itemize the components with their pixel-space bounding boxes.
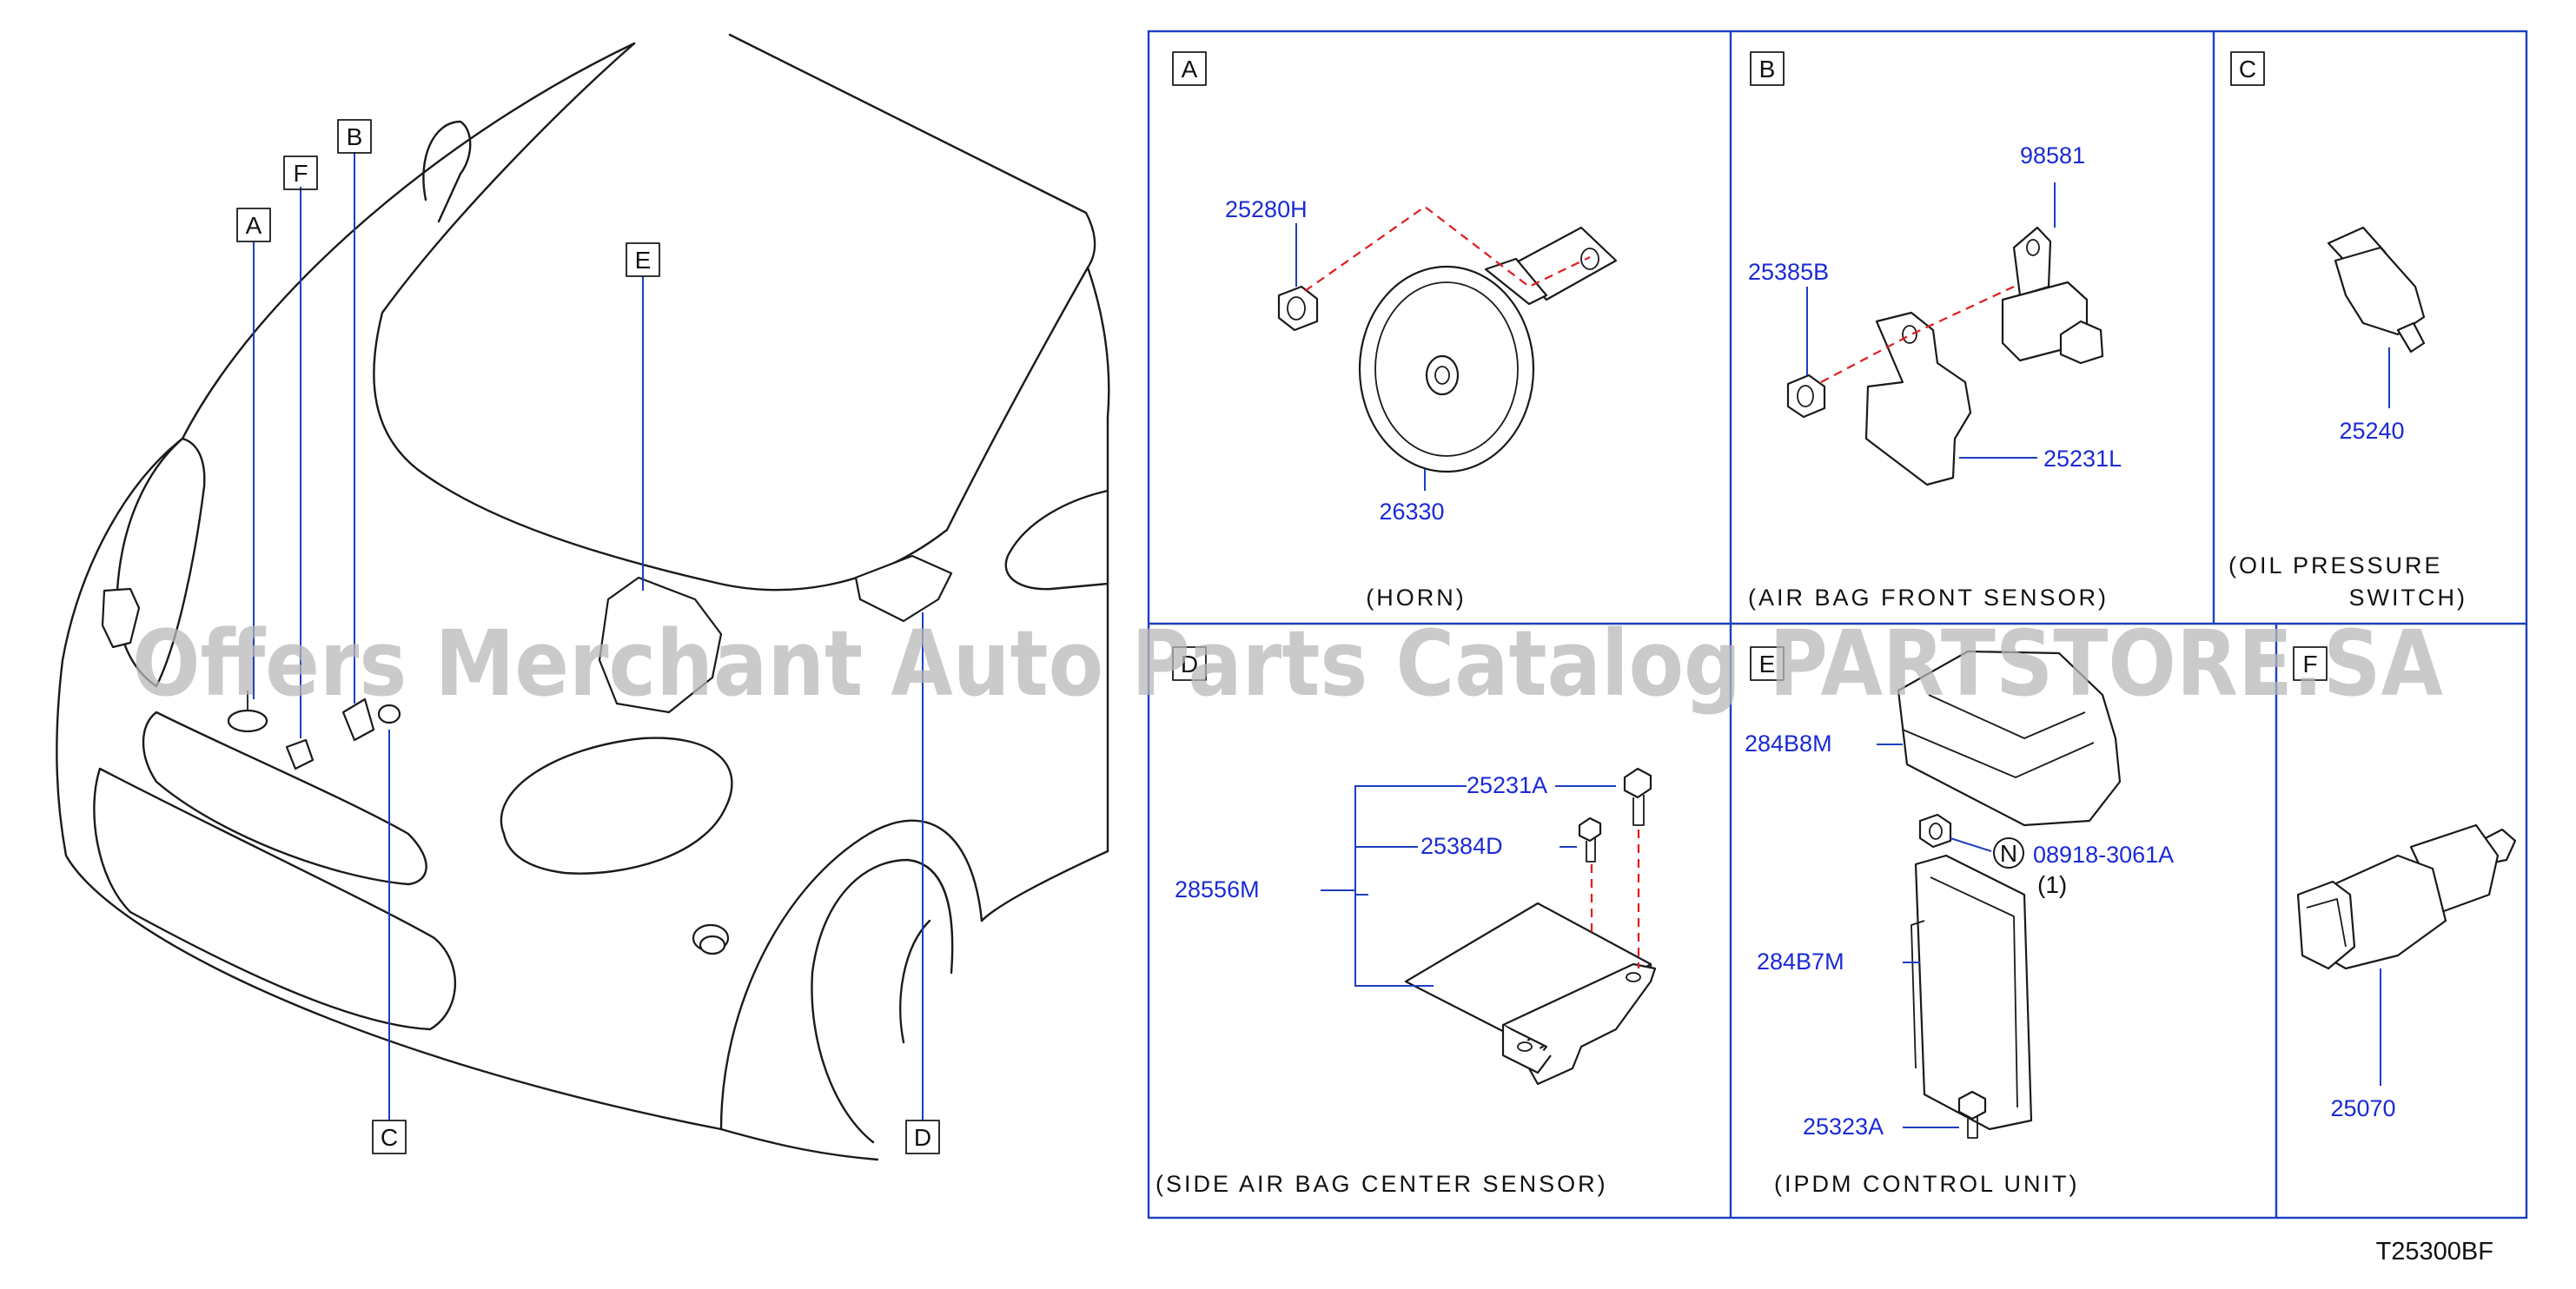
- panel-letter-f: F: [2302, 651, 2317, 678]
- panel-letter-e: E: [1759, 651, 1776, 678]
- horn-icon: [1358, 226, 1618, 473]
- car-callout-a: A: [236, 208, 271, 242]
- sensor-nut-icon: [1786, 373, 1826, 419]
- panel-d-side-airbag-center-sensor: D 25231A 25384D 28556M (SIDE AIR BAG: [1156, 646, 1657, 1197]
- part-number-25323a: 25323A: [1803, 1114, 1884, 1140]
- quantity-label: (1): [2037, 871, 2067, 898]
- sensor-25070-icon: [2296, 823, 2517, 970]
- caption-ipdm-control-unit: (IPDM CONTROL UNIT): [1774, 1171, 2079, 1197]
- svg-text:B: B: [347, 123, 363, 150]
- part-number-28556m: 28556M: [1175, 876, 1260, 902]
- car-callout-f: F: [283, 155, 318, 190]
- panel-letter-a: A: [1182, 56, 1198, 83]
- oil-pressure-switch-icon: [2327, 226, 2426, 354]
- caption-switch: SWITCH): [2349, 585, 2467, 611]
- car-callout-leaders: [253, 152, 924, 1120]
- part-number-284b8m: 284B8M: [1745, 730, 1832, 757]
- nut-symbol-n: N: [2000, 840, 2017, 867]
- ipdm-unit-icon: [1910, 854, 2033, 1131]
- car-callout-c: C: [372, 1120, 407, 1154]
- part-number-25385b: 25385B: [1748, 259, 1829, 285]
- center-sensor-icon: [1404, 902, 1657, 1086]
- panel-letter-d: D: [1181, 651, 1198, 678]
- ipdm-bolt-icon: [1957, 1090, 1987, 1139]
- part-number-25240: 25240: [2339, 418, 2404, 444]
- part-number-284b7m: 284B7M: [1757, 949, 1844, 975]
- caption-side-air-bag-center-sensor: (SIDE AIR BAG CENTER SENSOR): [1156, 1171, 1608, 1197]
- ipdm-nut-icon: [1918, 813, 1952, 849]
- front-sensor-icon: [2001, 226, 2104, 365]
- watermark-text: Offers Merchant Auto Parts Catalog PARTS…: [132, 611, 2443, 717]
- car-callout-d: D: [905, 1120, 940, 1154]
- panel-a-horn: A 25280H 26330 (HORN): [1172, 51, 1618, 611]
- sensor-bracket-icon: [1864, 311, 1972, 486]
- panel-c-oil-pressure-switch: C 25240 (OIL PRESSURE SWITCH): [2228, 51, 2467, 611]
- horn-nut-icon: [1277, 285, 1319, 332]
- svg-text:A: A: [246, 212, 262, 239]
- part-number-26330: 26330: [1379, 499, 1444, 525]
- caption-air-bag-front-sensor: (AIR BAG FRONT SENSOR): [1748, 585, 2109, 611]
- car-illustration: [56, 33, 1110, 1161]
- svg-text:F: F: [293, 160, 308, 187]
- part-number-25384d: 25384D: [1420, 833, 1503, 859]
- panel-b-airbag-front-sensor: B 98581 25385B 25231L (AIR BAG FRONT SEN…: [1748, 51, 2122, 611]
- caption-oil-pressure: (OIL PRESSURE: [2228, 552, 2443, 578]
- part-number-25231l: 25231L: [2043, 446, 2122, 472]
- bolt-25384d-icon: [1578, 816, 1602, 863]
- panel-e-ipdm-control-unit: E N 284B8M 08918-3061A (1) 284B7M 2532: [1745, 646, 2174, 1197]
- car-callout-b: B: [337, 119, 372, 154]
- bolt-25231a-icon: [1623, 767, 1652, 826]
- caption-horn: (HORN): [1366, 585, 1466, 611]
- part-number-08918-3061a: 08918-3061A: [2033, 842, 2174, 868]
- svg-text:D: D: [914, 1124, 931, 1151]
- svg-text:E: E: [635, 247, 652, 274]
- ipdm-cover-icon: [1897, 650, 2122, 827]
- part-number-25231a: 25231A: [1467, 772, 1547, 798]
- svg-text:C: C: [381, 1124, 398, 1151]
- panel-letter-b: B: [1759, 56, 1776, 83]
- diagram-reference-code: T25300BF: [2376, 1238, 2493, 1266]
- part-number-25280h: 25280H: [1225, 196, 1308, 222]
- panel-grid: [1147, 30, 2528, 1220]
- panel-f-sensor: F 25070: [2293, 646, 2517, 1121]
- part-number-98581: 98581: [2020, 142, 2085, 169]
- part-number-25070: 25070: [2330, 1095, 2395, 1121]
- car-callout-e: E: [626, 242, 660, 277]
- panel-letter-c: C: [2239, 56, 2256, 83]
